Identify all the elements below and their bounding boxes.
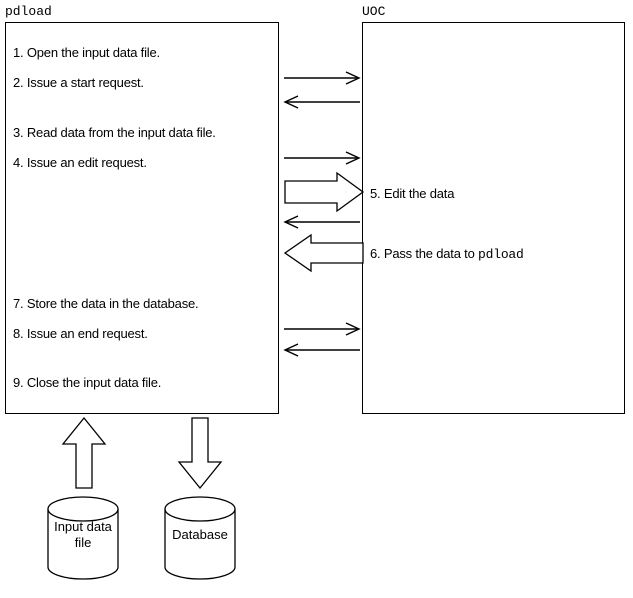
- block-arrow-read-from-input-file: [60, 416, 108, 489]
- step-2: 2. Issue a start request.: [13, 75, 144, 90]
- step-6-text: 6. Pass the data to: [370, 246, 479, 261]
- block-arrow-write-to-database: [176, 417, 224, 490]
- step-7: 7. Store the data in the database.: [13, 296, 199, 311]
- step-5-text: 5. Edit the data: [370, 186, 455, 201]
- block-arrow-data-return: [283, 233, 364, 273]
- arrow-end-response: [283, 343, 360, 357]
- datastore-database-label: Database: [172, 527, 228, 542]
- step-5: 5. Edit the data: [370, 186, 454, 201]
- arrow-edit-request: [284, 151, 361, 165]
- step-9: 9. Close the input data file.: [13, 375, 162, 390]
- step-8: 8. Issue an end request.: [13, 326, 148, 341]
- uoc-panel-title: UOC: [362, 4, 386, 19]
- pdload-panel: [5, 22, 279, 414]
- step-4: 4. Issue an edit request.: [13, 155, 147, 170]
- step-6: 6. Pass the data to pdload: [370, 246, 524, 262]
- step-3: 3. Read data from the input data file.: [13, 125, 216, 140]
- step-1: 1. Open the input data file.: [13, 45, 160, 60]
- datastore-input-data-file-label: Input data file: [54, 519, 112, 550]
- arrow-start-response: [283, 95, 360, 109]
- uoc-panel: [362, 22, 625, 414]
- arrow-edit-response: [283, 215, 360, 229]
- pdload-panel-title: pdload: [5, 4, 52, 19]
- arrow-start-request: [284, 71, 361, 85]
- step-6-command: pdload: [478, 247, 524, 262]
- arrow-end-request: [284, 322, 361, 336]
- datastore-database: [163, 496, 237, 580]
- datastore-input-data-file: [46, 496, 120, 580]
- block-arrow-edit-data-handoff: [284, 171, 365, 213]
